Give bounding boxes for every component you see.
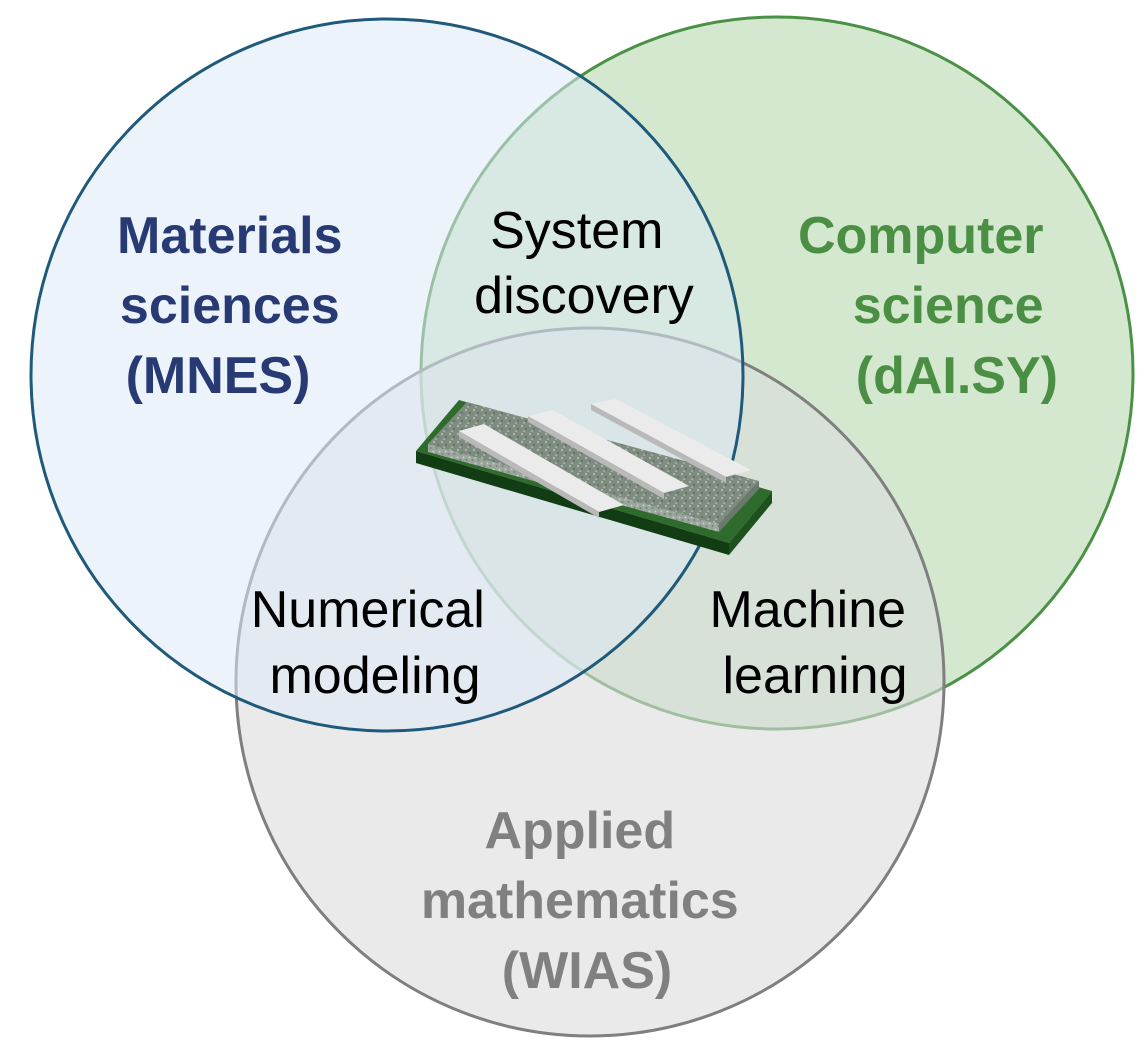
numerical-modeling-label: Numerical modeling — [251, 581, 500, 705]
system-discovery-label: System discovery — [474, 202, 694, 325]
numerical-modeling-line2: modeling — [269, 647, 480, 705]
computer-science-label-line1: Computer — [798, 207, 1044, 265]
device-chip-icon — [416, 399, 772, 555]
applied-mathematics-label-line3: (WIAS) — [502, 942, 672, 1000]
system-discovery-line2: discovery — [474, 267, 694, 325]
system-discovery-line1: System — [490, 202, 663, 260]
machine-learning-label: Machine learning — [709, 581, 920, 705]
materials-label-line1: Materials — [117, 207, 342, 265]
circle-materials-sciences — [29, 17, 745, 733]
applied-mathematics-label-line1: Applied — [484, 802, 675, 860]
machine-learning-line2: learning — [722, 647, 907, 705]
applied-mathematics-label: Applied mathematics (WIAS) — [421, 802, 753, 1000]
applied-mathematics-label-line2: mathematics — [421, 872, 739, 930]
computer-science-label: Computer science (dAI.SY) — [798, 207, 1058, 405]
numerical-modeling-line1: Numerical — [251, 581, 485, 639]
materials-label-line3: (MNES) — [126, 347, 311, 405]
materials-label-line2: sciences — [120, 277, 340, 335]
computer-science-label-line2: science — [853, 277, 1044, 335]
computer-science-label-line3: (dAI.SY) — [856, 347, 1058, 405]
machine-learning-line1: Machine — [709, 581, 906, 639]
materials-label: Materials sciences (MNES) — [117, 207, 357, 405]
